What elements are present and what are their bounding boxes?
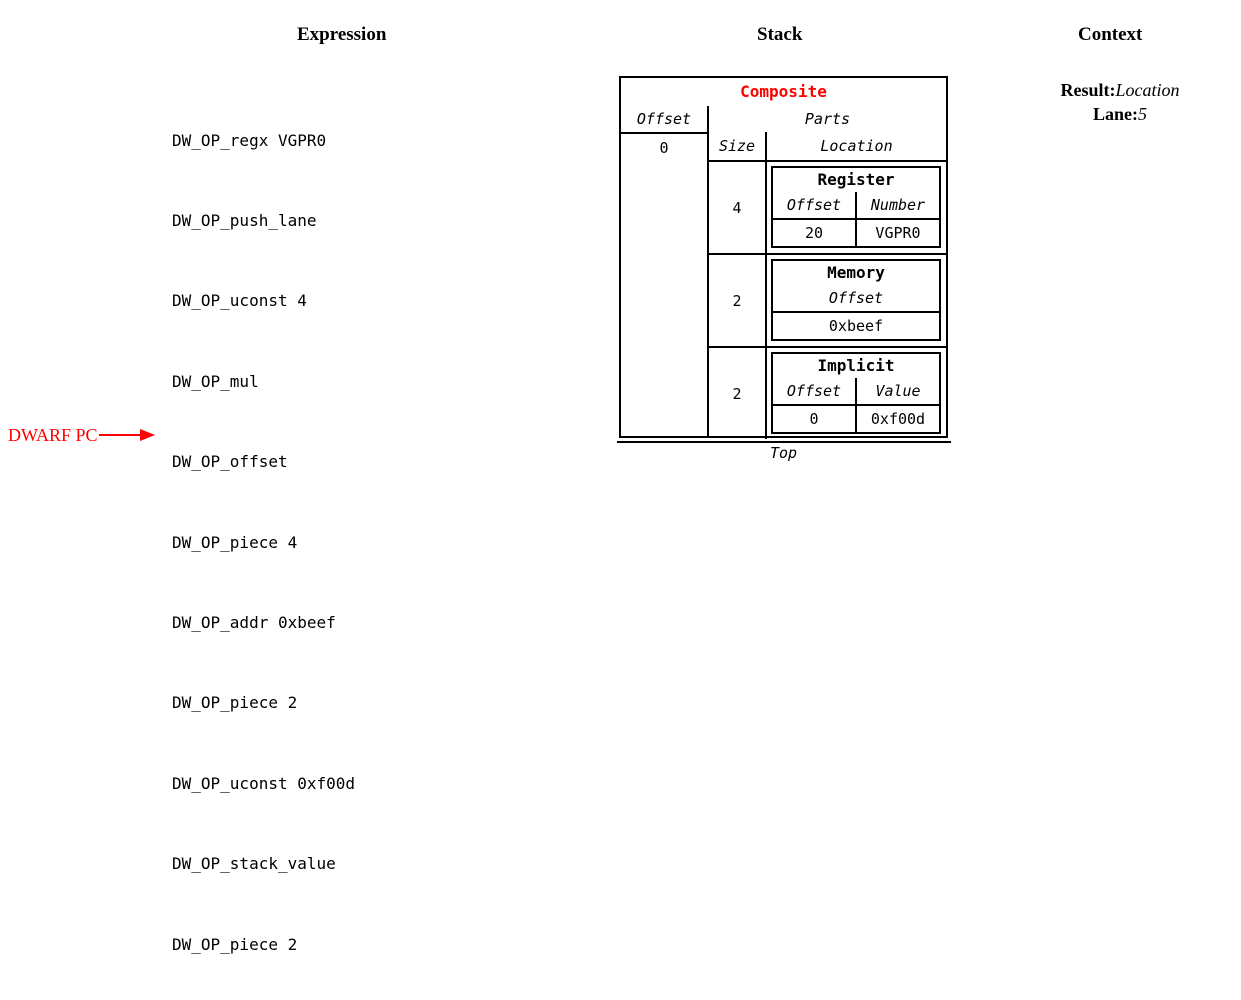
stack-part-row: 2 Implicit Offset Value 0 0xf00d xyxy=(709,348,946,439)
context-row-lane: Lane:5 xyxy=(1000,102,1240,126)
location-field-row: Offset Number xyxy=(773,192,939,218)
location-value-row: 0 0xf00d xyxy=(773,404,939,432)
dwarf-pc-marker: DWARF PC xyxy=(8,424,157,446)
context-value: Location xyxy=(1115,80,1180,100)
stack-part-row: 2 Memory Offset 0xbeef xyxy=(709,255,946,348)
context-row-result: Result:Location xyxy=(1000,78,1240,102)
expression-op: DW_OP_push_lane xyxy=(172,210,317,230)
stack-location-header: Location xyxy=(820,137,893,155)
location-field-value: VGPR0 xyxy=(855,220,939,246)
location-field-label: Offset xyxy=(828,289,884,307)
expression-column-header: Expression xyxy=(297,24,387,45)
location-field-value: 20 xyxy=(804,224,824,242)
stack-size-header: Size xyxy=(709,132,767,160)
stack-part-size: 4 xyxy=(709,162,767,253)
stack-parts-column: Parts Size Location 4 Register Offset Nu… xyxy=(709,106,946,439)
expression-op: DW_OP_piece 4 xyxy=(172,532,298,552)
location-field-row: Offset Value xyxy=(773,378,939,404)
expression-op: DW_OP_uconst 4 xyxy=(172,291,307,311)
location-field-value: 0 xyxy=(809,410,819,428)
context-column-header: Context xyxy=(1078,24,1143,45)
expression-op: DW_OP_uconst 0xf00d xyxy=(172,773,356,793)
stack-offset-column: Offset 0 xyxy=(621,106,709,436)
location-value-row: 20 VGPR0 xyxy=(773,218,939,246)
expression-op-list: DW_OP_regx VGPR0 DW_OP_push_lane DW_OP_u… xyxy=(172,74,355,1000)
context-key: Lane: xyxy=(1093,104,1138,124)
stack-entry-title: Composite xyxy=(740,82,827,101)
right-arrow-icon xyxy=(98,429,157,441)
location-kind: Implicit xyxy=(817,356,895,375)
location-kind: Memory xyxy=(827,263,885,282)
context-key: Result: xyxy=(1060,80,1116,100)
context-block: Result:Location Lane:5 xyxy=(1000,78,1240,126)
location-field-label: Offset xyxy=(786,196,842,214)
location-field-label: Value xyxy=(855,378,939,404)
expression-op: DW_OP_piece 2 xyxy=(172,693,298,713)
stack-parts-subheader-row: Size Location xyxy=(709,132,946,162)
stack-table: Composite Offset 0 Parts Size Location 4… xyxy=(619,76,948,439)
expression-op: DW_OP_regx VGPR0 xyxy=(172,130,327,150)
expression-op: DW_OP_stack_value xyxy=(172,854,336,874)
location-value-row: 0xbeef xyxy=(773,311,939,339)
stack-base-rule xyxy=(617,441,951,443)
stack-part-size: 2 xyxy=(709,348,767,439)
expression-op: DW_OP_piece 2 xyxy=(172,934,298,954)
stack-column-header: Stack xyxy=(757,24,803,45)
expression-op: DW_OP_offset xyxy=(172,452,288,472)
stack-top-label: Top xyxy=(769,444,798,462)
stack-offset-header: Offset xyxy=(621,106,707,134)
stack-parts-header: Parts xyxy=(804,110,851,128)
location-box-memory: Memory Offset 0xbeef xyxy=(771,259,941,341)
location-box-implicit: Implicit Offset Value 0 0xf00d xyxy=(771,352,941,434)
stack-offset-value: 0 xyxy=(659,139,669,157)
expression-op: DW_OP_mul xyxy=(172,371,259,391)
stack-entry-body: Offset 0 Parts Size Location 4 Register xyxy=(621,106,946,439)
expression-op: DW_OP_addr 0xbeef xyxy=(172,612,336,632)
location-field-label: Number xyxy=(855,192,939,218)
location-kind: Register xyxy=(817,170,895,189)
stack-part-location: Implicit Offset Value 0 0xf00d xyxy=(767,348,946,439)
location-field-value: 0xf00d xyxy=(855,406,939,432)
location-field-row: Offset xyxy=(773,285,939,311)
context-value: 5 xyxy=(1138,104,1147,124)
stack-part-row: 4 Register Offset Number 20 VGPR0 xyxy=(709,162,946,255)
dwarf-pc-label: DWARF PC xyxy=(8,424,98,445)
location-box-register: Register Offset Number 20 VGPR0 xyxy=(771,166,941,248)
stack-parts-rows: 4 Register Offset Number 20 VGPR0 xyxy=(709,162,946,439)
location-field-value: 0xbeef xyxy=(828,317,884,335)
stack-part-location: Register Offset Number 20 VGPR0 xyxy=(767,162,946,253)
stack-part-location: Memory Offset 0xbeef xyxy=(767,255,946,346)
stack-part-size: 2 xyxy=(709,255,767,346)
location-field-label: Offset xyxy=(786,382,842,400)
